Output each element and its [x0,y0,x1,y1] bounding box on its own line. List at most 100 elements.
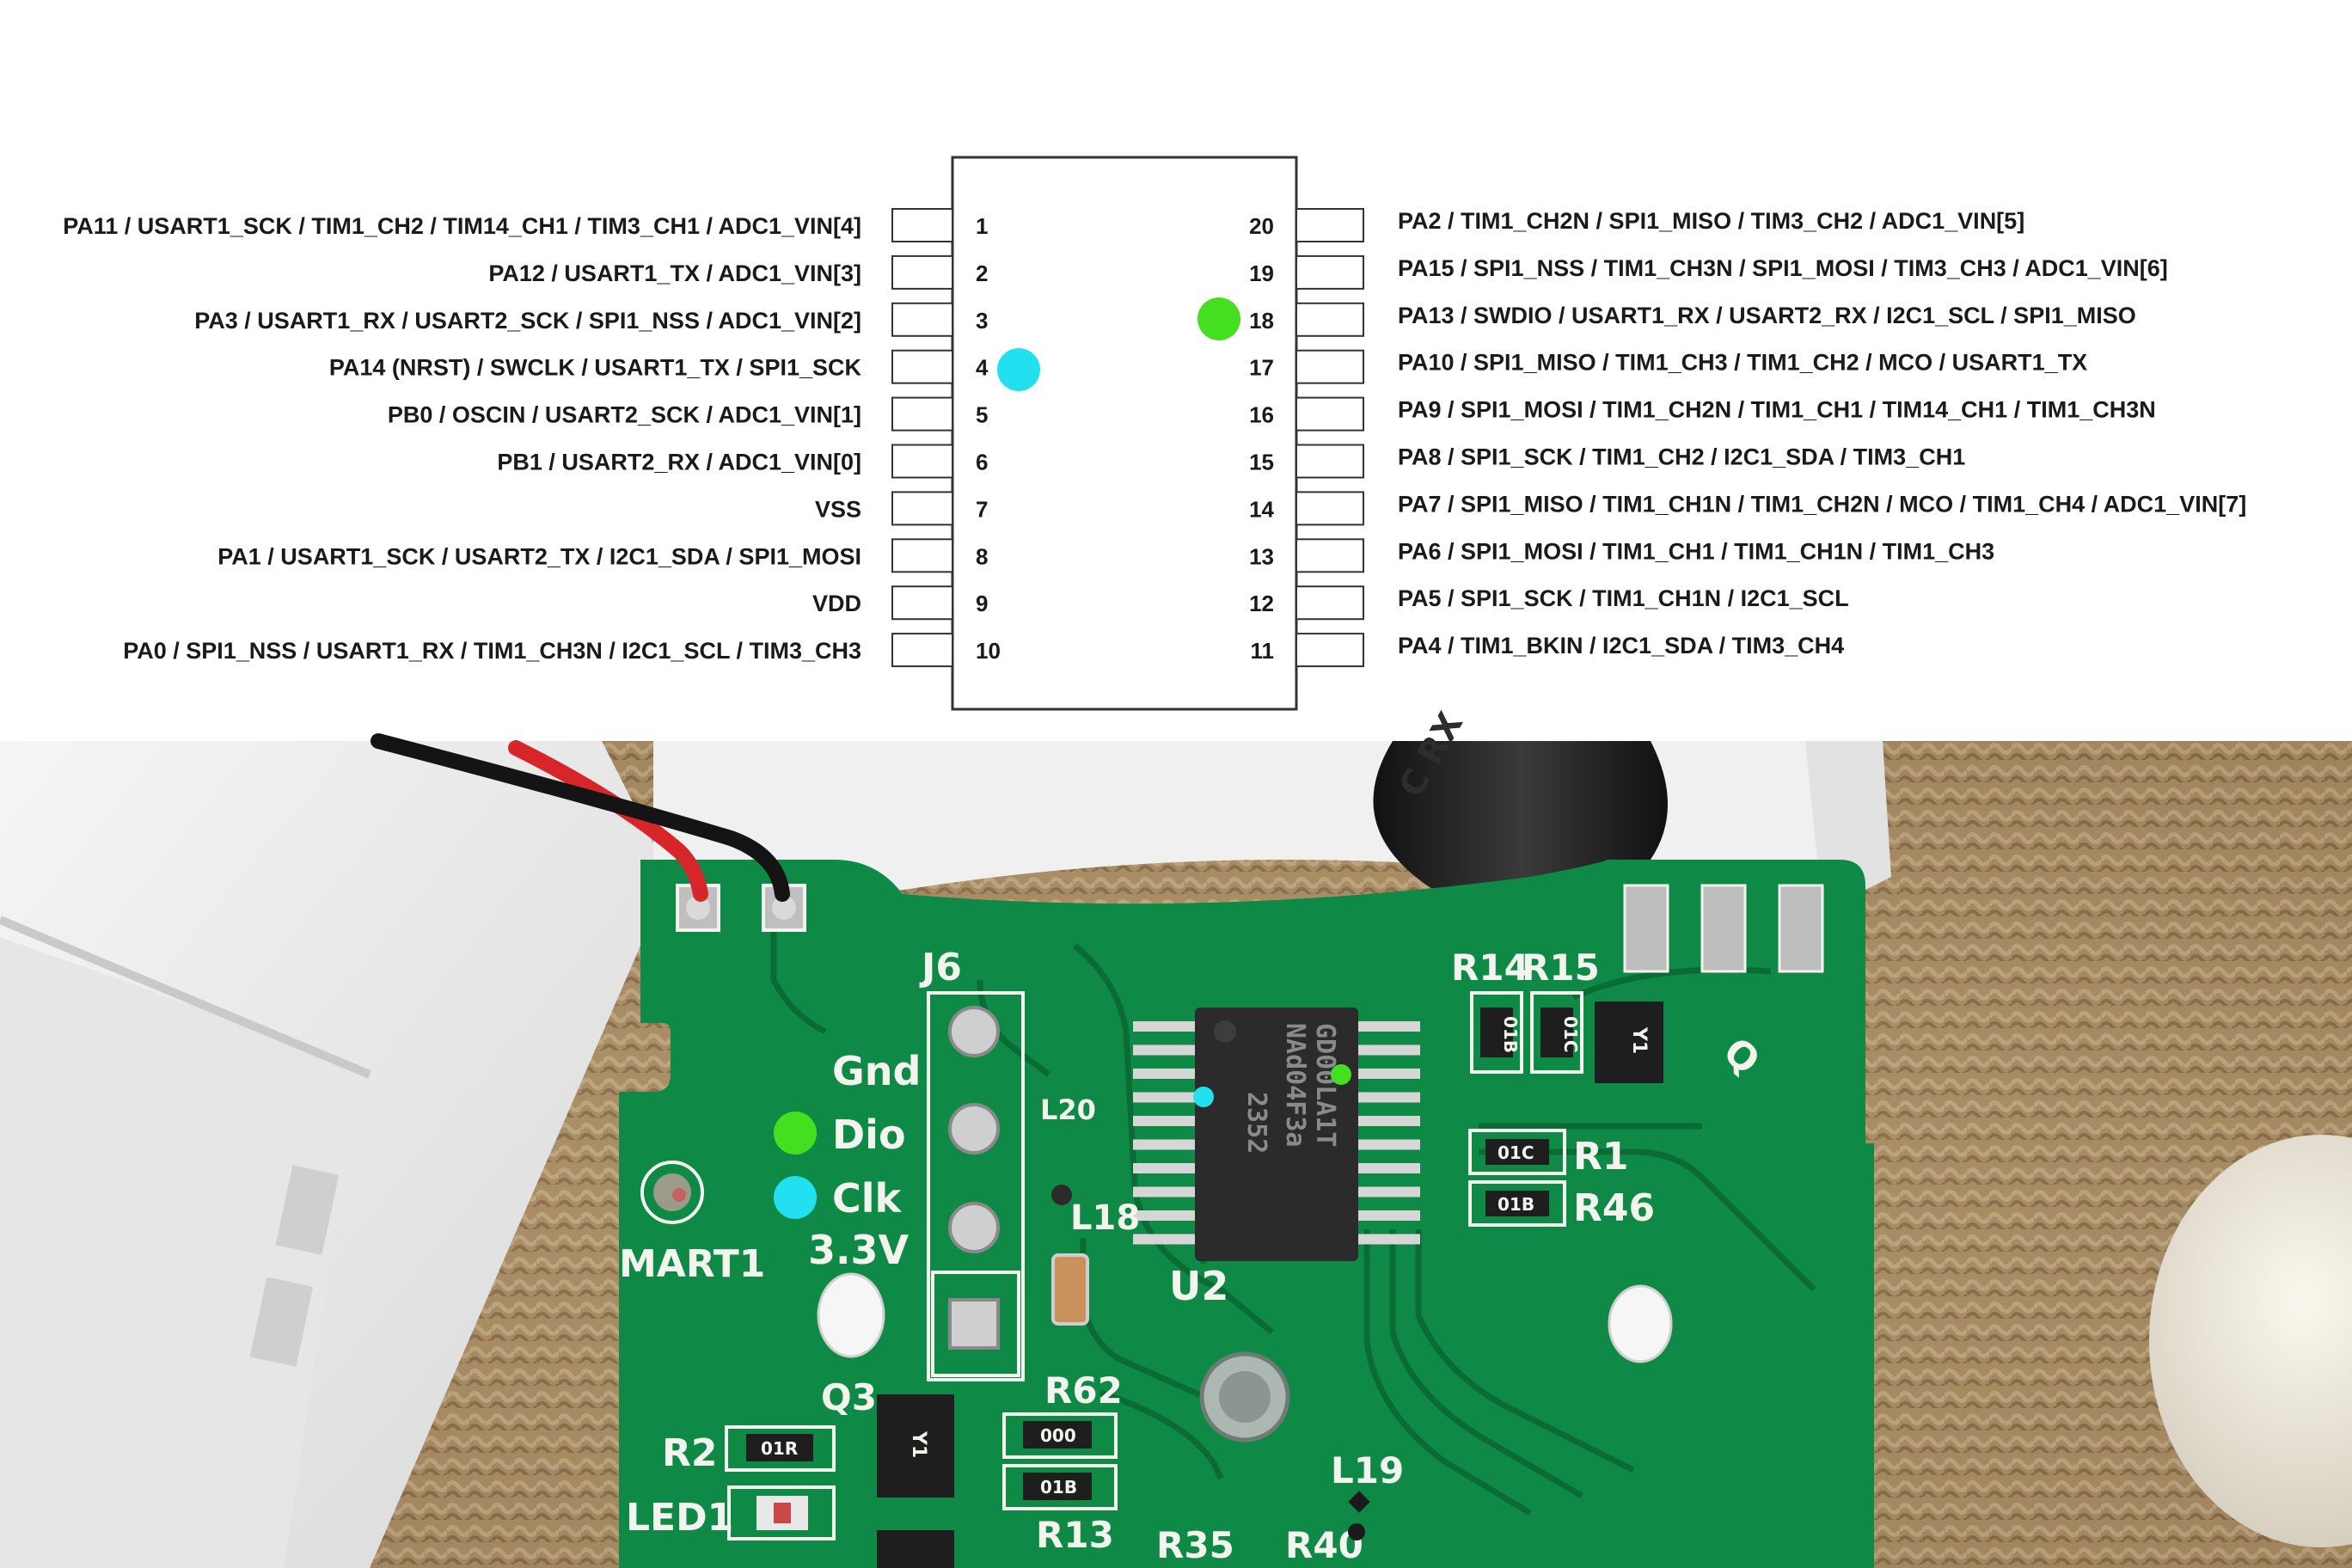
chip-lead [1133,1021,1197,1032]
pin-9-number: 9 [976,591,988,616]
pin-2-label: PA12 / USART1_TX / ADC1_VIN[3] [488,260,861,286]
pin-5-number: 5 [976,402,988,428]
pin-15-lead [1295,444,1364,479]
l19-label: L19 [1331,1449,1404,1491]
pin-10-lead [891,633,953,668]
r15-label: R15 [1522,946,1600,989]
chip-lead [1357,1021,1420,1032]
r46-resistor [1485,1191,1549,1216]
r14-resistor [1480,1008,1513,1057]
chip-lead [1133,1069,1197,1079]
chip-lead [1357,1163,1420,1173]
pin-4-number: 4 [976,355,989,381]
chip-lead [1133,1092,1197,1103]
r62-code: 000 [1040,1425,1076,1446]
pin-7-number: 7 [976,496,988,522]
standoffs [817,1272,1673,1442]
chip-mark-line3: 2352 [1241,1092,1271,1154]
header-label-3v3: 3.3V [808,1227,909,1273]
pin-10: 10 PA0 / SPI1_NSS / USART1_RX / TIM1_CH3N… [123,633,1001,668]
chip-body [1195,1008,1358,1261]
u2-chip: GD00LA1T NAd04F3a 2352 U2 L20 L18 [1040,1008,1420,1309]
dio-marker-green [774,1112,817,1155]
pin-16: 16 PA9 / SPI1_MOSI / TIM1_CH2N / TIM1_CH1… [1249,396,2156,432]
header-label-clk: Clk [832,1175,903,1222]
r62-resistor [1023,1421,1092,1449]
r2-label: R2 [662,1431,718,1475]
r2-code: 01R [761,1438,798,1459]
pin-3-lead [891,302,953,337]
pin-10-number: 10 [976,638,1001,664]
translucent-dome [2149,1135,2352,1547]
pin-14-number: 14 [1249,496,1274,522]
r62-label: R62 [1044,1369,1123,1412]
pin-6-label: PB1 / USART2_RX / ADC1_VIN[0] [497,450,861,475]
pin-9: 9 VDD [812,585,988,621]
header-pin-dio [948,1103,1000,1155]
pin-2-lead [891,254,953,290]
pin-20: 20 PA2 / TIM1_CH2N / SPI1_MISO / TIM3_CH2… [1249,208,2024,242]
led1-label: LED1 [626,1496,733,1540]
pin-4-marker-cyan [997,348,1040,391]
r1-code: 01C [1498,1142,1534,1163]
chip-lead [1357,1234,1420,1245]
chip-leads-right [1357,1021,1420,1245]
j6-header: J6 Gnd Dio Clk 3.3V [774,946,1025,1381]
pin-16-number: 16 [1249,402,1274,428]
j6-ref-label: J6 [919,946,962,989]
pin-14-lead [1295,491,1364,526]
pin-8: 8 PA1 / USART1_SCK / USART2_TX / I2C1_SDA… [217,538,988,573]
pin-1-number: 1 [976,213,988,239]
r35-label: R35 [1156,1524,1234,1566]
bottom-labels: R35 R40 L19 [1156,1449,1404,1566]
pin-11-lead [1295,633,1364,668]
r14-label: R14 [1451,946,1529,989]
q3-label: Q3 [821,1376,877,1418]
chip-lead [1133,1163,1197,1173]
pcb: J6 Gnd Dio Clk 3.3V MART1 [371,733,1874,1568]
pin-13-lead [1295,538,1364,573]
pin-16-label: PA9 / SPI1_MOSI / TIM1_CH2N / TIM1_CH1 /… [1398,397,2156,423]
mart1-label: MART1 [619,1242,765,1286]
pin-13-number: 13 [1249,543,1274,569]
pin-9-lead [891,585,953,621]
pin-4-lead [891,349,953,384]
chip-lead [1133,1234,1197,1245]
pin-3-label: PA3 / USART1_RX / USART2_SCK / SPI1_NSS … [194,308,861,334]
chip-pin4-marker-cyan [1193,1087,1214,1107]
q3-transistor [877,1394,954,1498]
q3-code: Y1 [908,1430,929,1458]
pin-15-label: PA8 / SPI1_SCK / TIM1_CH2 / I2C1_SDA / T… [1398,444,1965,470]
r1-label: R1 [1573,1135,1629,1179]
chip-lead [1357,1044,1420,1056]
r1-r46-area: 01C 01B R1 R46 [1468,1129,1655,1230]
pin-6-number: 6 [976,450,988,475]
pin-4-label: PA14 (NRST) / SWCLK / USART1_TX / SPI1_S… [329,355,862,381]
pin-18-lead [1295,302,1364,337]
pin-8-number: 8 [976,543,988,569]
chip-lead [1357,1186,1420,1197]
r46-label: R46 [1573,1186,1655,1230]
pin-8-label: PA1 / USART1_SCK / USART2_TX / I2C1_SDA … [217,543,861,569]
cable-solder-pads [1623,884,1824,973]
pin-9-label: VDD [812,591,861,616]
clk-marker-cyan [774,1176,817,1219]
r14-r15-area: R14 R15 01B 01C Y1 Q [1451,946,1767,1083]
pin-20-number: 20 [1249,213,1274,239]
q-code: Y1 [1628,1026,1650,1054]
pin-20-label: PA2 / TIM1_CH2N / SPI1_MISO / TIM3_CH2 /… [1398,208,2024,234]
pin-10-label: PA0 / SPI1_NSS / USART1_RX / TIM1_CH3N /… [123,638,861,664]
chip-lead [1357,1069,1420,1079]
r15-resistor [1540,1008,1573,1057]
